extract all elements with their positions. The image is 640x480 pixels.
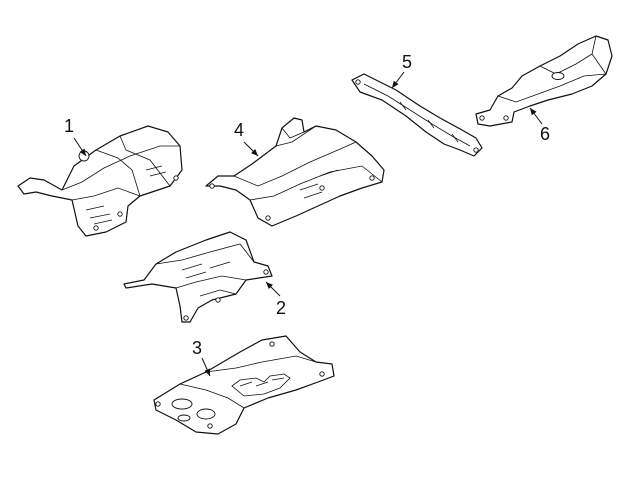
callout-3: 3: [192, 338, 211, 377]
callout-2: 2: [265, 281, 286, 318]
callout-6: 6: [529, 107, 550, 144]
callout-label-3: 3: [192, 338, 202, 358]
part-4-heat-shield: [205, 117, 385, 227]
leader-line-3: [201, 357, 211, 377]
callout-5: 5: [391, 52, 412, 89]
leader-line-2: [265, 281, 281, 297]
callout-label-4: 4: [234, 120, 244, 140]
callout-label-5: 5: [402, 52, 412, 72]
callout-label-2: 2: [276, 298, 286, 318]
callout-label-6: 6: [540, 124, 550, 144]
part-5-heat-shield: [351, 73, 483, 157]
part-2-heat-shield: [123, 231, 273, 323]
leader-line-4: [243, 141, 259, 157]
leader-line-1: [73, 137, 87, 157]
leader-line-6: [529, 107, 543, 125]
callout-4: 4: [234, 120, 259, 157]
leader-line-5: [391, 71, 405, 89]
callout-1: 1: [64, 116, 87, 157]
callout-label-1: 1: [64, 116, 74, 136]
part-6-heat-shield: [475, 35, 613, 127]
part-3-underbody-shield: [153, 335, 335, 435]
part-1-heat-shield: [17, 125, 183, 237]
